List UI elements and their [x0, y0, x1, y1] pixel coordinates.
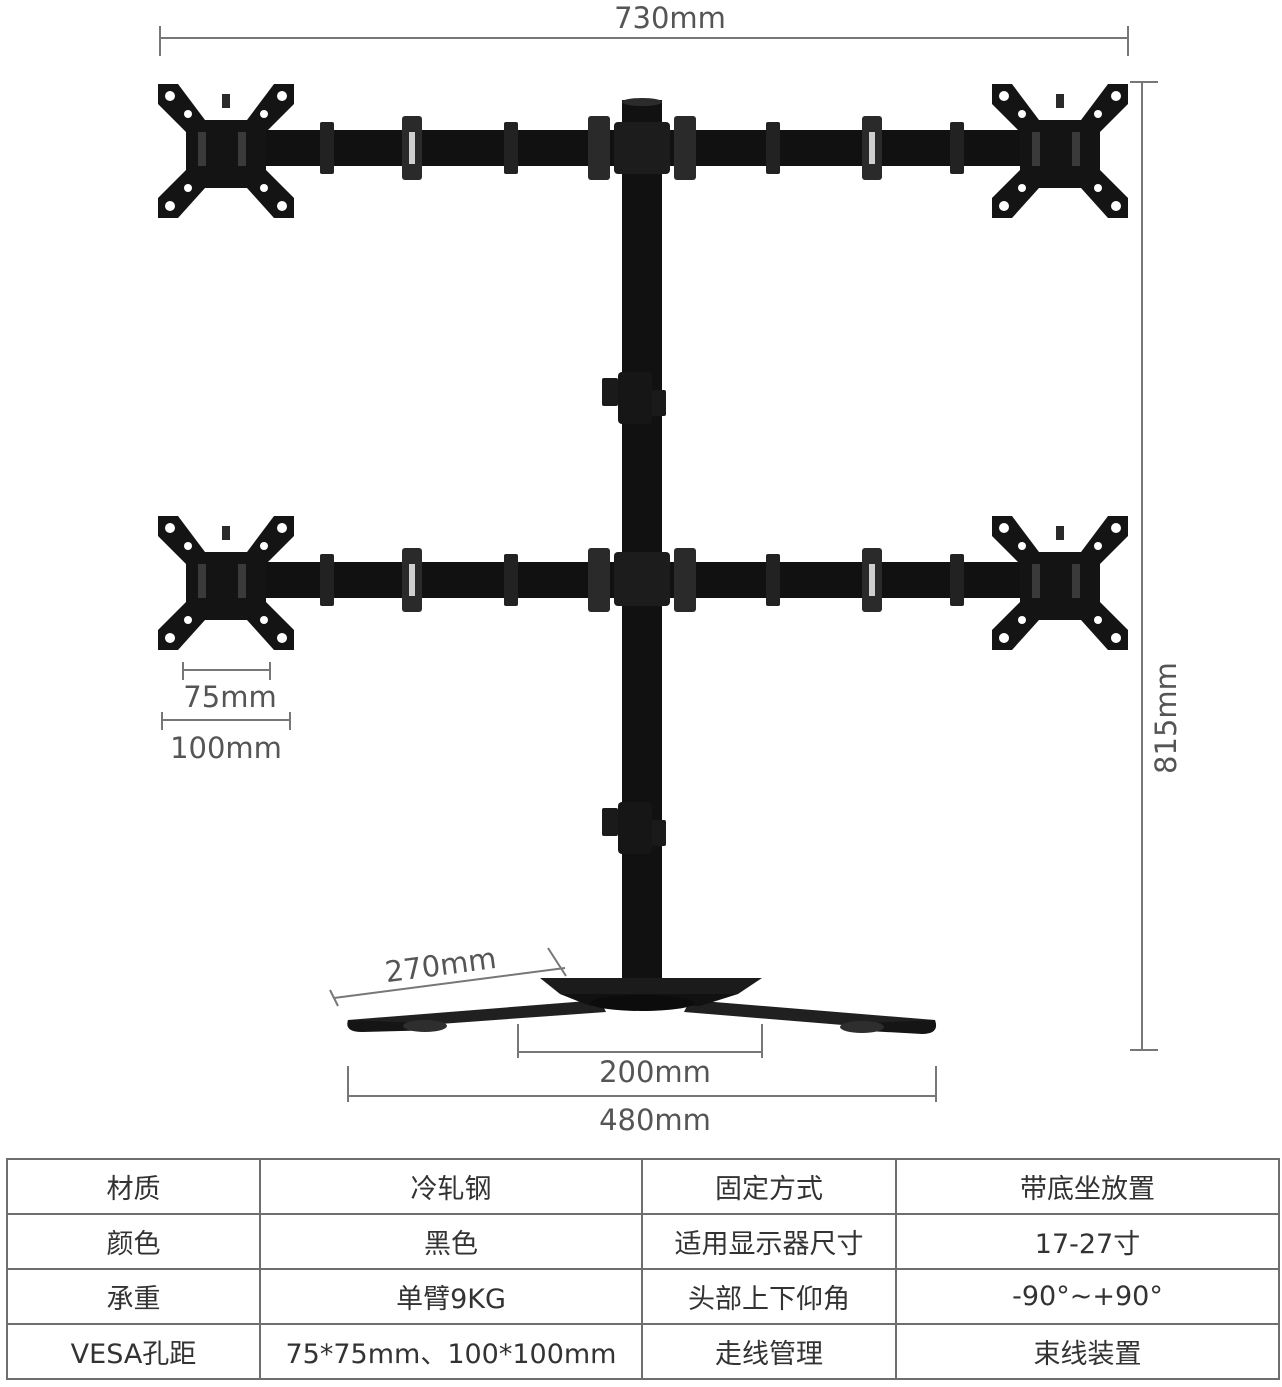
spec-value: 束线装置 — [895, 1323, 1280, 1380]
arm-bottom-right — [662, 548, 1022, 612]
stand-base — [347, 978, 937, 1034]
foot-length-label: 270mm — [383, 941, 498, 989]
base-plate-label: 200mm — [599, 1055, 711, 1089]
monitor-stand-diagram: 730mm 815mm 75mm 100m — [158, 1, 1183, 1137]
arm-top-left — [262, 116, 622, 180]
arm-bottom-left — [262, 548, 622, 612]
spec-key: VESA孔距 — [6, 1323, 261, 1380]
table-row: 承重 单臂9KG 头部上下仰角 -90°~+90° — [6, 1268, 1280, 1325]
spec-key: 材质 — [6, 1158, 261, 1215]
vesa-100-label: 100mm — [170, 731, 282, 765]
spec-key: 固定方式 — [641, 1158, 897, 1215]
total-width-label: 730mm — [614, 1, 726, 35]
spec-value: 黑色 — [259, 1213, 643, 1270]
spec-key: 头部上下仰角 — [641, 1268, 897, 1325]
table-row: VESA孔距 75*75mm、100*100mm 走线管理 束线装置 — [6, 1323, 1280, 1380]
arm-top-right — [662, 116, 1022, 180]
table-row: 颜色 黑色 适用显示器尺寸 17-27寸 — [6, 1213, 1280, 1270]
spec-value: -90°~+90° — [895, 1268, 1280, 1325]
spec-key: 走线管理 — [641, 1323, 897, 1380]
vesa-75-label: 75mm — [183, 680, 276, 714]
table-row: 材质 冷轧钢 固定方式 带底坐放置 — [6, 1158, 1280, 1215]
spec-value: 带底坐放置 — [895, 1158, 1280, 1215]
spec-key: 颜色 — [6, 1213, 261, 1270]
spec-value: 17-27寸 — [895, 1213, 1280, 1270]
spec-value: 75*75mm、100*100mm — [259, 1323, 643, 1380]
base-width-label: 480mm — [599, 1103, 711, 1137]
center-pole — [622, 100, 662, 990]
height-label: 815mm — [1149, 662, 1183, 774]
spec-value: 冷轧钢 — [259, 1158, 643, 1215]
spec-key: 承重 — [6, 1268, 261, 1325]
spec-value: 单臂9KG — [259, 1268, 643, 1325]
spec-table: 材质 冷轧钢 固定方式 带底坐放置 颜色 黑色 适用显示器尺寸 17-27寸 承… — [6, 1158, 1280, 1380]
spec-key: 适用显示器尺寸 — [641, 1213, 897, 1270]
